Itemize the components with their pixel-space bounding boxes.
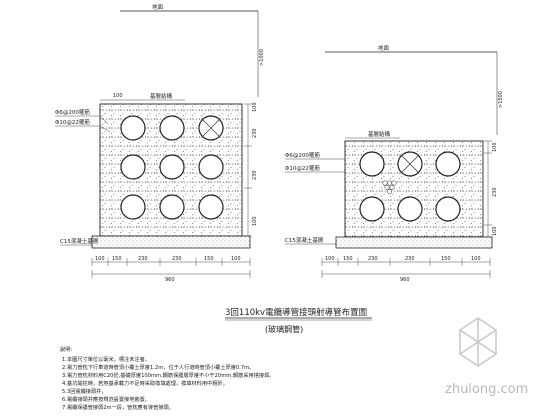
right-right-dim-1: 100	[492, 142, 498, 152]
left-depth-label: >1000	[259, 49, 265, 66]
note-item: 1.本圖尺寸單位以毫米，標注未注者。	[62, 355, 150, 363]
right-bottom-dim-1: 100	[325, 256, 335, 262]
left-bottom-dim-1: 100	[95, 256, 105, 262]
left-pipe-grid	[120, 115, 224, 220]
left-pipe	[120, 154, 146, 180]
right-right-dim-3: 100	[492, 226, 498, 236]
right-section: 地面 >1500 基層結構 Φ6@200箍筋 Φ10@22箍筋	[285, 44, 504, 283]
watermark-logo-icon	[458, 317, 498, 367]
right-bottom-dim-5: 150	[441, 256, 451, 262]
left-top-label: 基層結構	[150, 92, 173, 100]
note-item: 7.電纜保護管接頭2m一段，管枕應有導管接頭。	[62, 403, 174, 411]
cable-bundle-icon	[382, 180, 397, 194]
left-pipe	[120, 115, 146, 141]
drawing-title: 3回110kv電纜導管接頭射導管布置圖	[225, 307, 367, 318]
right-top-label: 基層結構	[368, 130, 391, 138]
right-bottom-dim-2: 150	[343, 256, 353, 262]
left-section: 地面 >1000 100 基層結構 Φ6@200箍筋 Φ10@22	[55, 3, 265, 283]
left-base-label: C15混凝土基層	[60, 237, 98, 245]
notes-heading: 說明：	[60, 345, 76, 353]
left-pipe	[159, 154, 185, 180]
right-base-label: C15混凝土基層	[285, 236, 323, 244]
left-right-dim-3: 230	[252, 170, 258, 180]
left-rebar-label-2: Φ10@22箍筋	[55, 118, 90, 126]
left-ground-label: 地面	[152, 3, 164, 11]
left-base-layer	[91, 235, 251, 249]
note-item: 4.基坑開挖時，若地基承載力不足時采取換填處理，換填材料用中粗砂。	[62, 379, 228, 387]
left-pipe	[159, 194, 185, 220]
right-rebar-label-1: Φ6@200箍筋	[285, 151, 320, 159]
right-bottom-dim-3: 230	[368, 256, 378, 262]
left-top-dim: 100	[113, 93, 123, 99]
left-right-dim-2: 230	[252, 128, 258, 138]
notes-block: 說明： 1.本圖尺寸單位以毫米，標注未注者。 2.電力管枕下行車道時管頂小覆土厚…	[60, 345, 274, 411]
left-bottom-dim-3: 230	[138, 256, 148, 262]
right-total-width: 960	[400, 277, 410, 283]
right-pipe	[435, 196, 461, 222]
right-bottom-dim-6: 100	[471, 256, 481, 262]
right-rebar-label-2: Φ10@22箍筋	[285, 164, 320, 172]
left-bottom-dim-4: 230	[172, 256, 182, 262]
left-total-width: 960	[165, 277, 175, 283]
note-item: 5.3回電纜接頭井，	[62, 387, 107, 395]
left-pipe	[198, 194, 224, 220]
left-bottom-dim-6: 100	[231, 256, 241, 262]
right-bottom-dim-4: 230	[405, 256, 415, 262]
drawing-subtitle: (玻璃鋼管)	[265, 324, 303, 334]
right-ground-label: 地面	[378, 44, 390, 52]
watermark-text: zhulong.com	[445, 382, 528, 397]
note-item: 3.電力管枕材料用C20砼,基礎厚度100mm,鋼筋保護層厚度不小于20mm,鋼…	[62, 371, 274, 379]
left-right-dim-4: 100	[252, 216, 258, 226]
watermark: zhulong.com	[445, 317, 528, 397]
right-pipe	[359, 196, 385, 222]
left-pipe	[198, 154, 224, 180]
left-pipe	[120, 194, 146, 220]
left-right-dim-1: 100	[252, 102, 258, 112]
drawing-title-block: 3回110kv電纜導管接頭射導管布置圖 (玻璃鋼管)	[225, 307, 372, 334]
left-bottom-dim-2: 150	[112, 256, 122, 262]
note-item: 6.電纜接頭井應按規范設置接地裝置。	[62, 395, 150, 403]
note-item: 2.電力管枕下行車道時管頂小覆土厚度1.2m，位于人行道時管頂小覆土厚度0.7m…	[62, 363, 254, 371]
right-depth-label: >1500	[498, 91, 504, 108]
right-pipe	[435, 151, 461, 177]
right-pipe	[359, 151, 385, 177]
left-rebar-label-1: Φ6@200箍筋	[55, 108, 90, 116]
right-pipe	[397, 196, 423, 222]
right-base-layer	[335, 236, 493, 249]
left-bottom-dim-5: 150	[204, 256, 214, 262]
left-pipe	[159, 115, 185, 141]
right-right-dim-2: 230	[492, 187, 498, 197]
